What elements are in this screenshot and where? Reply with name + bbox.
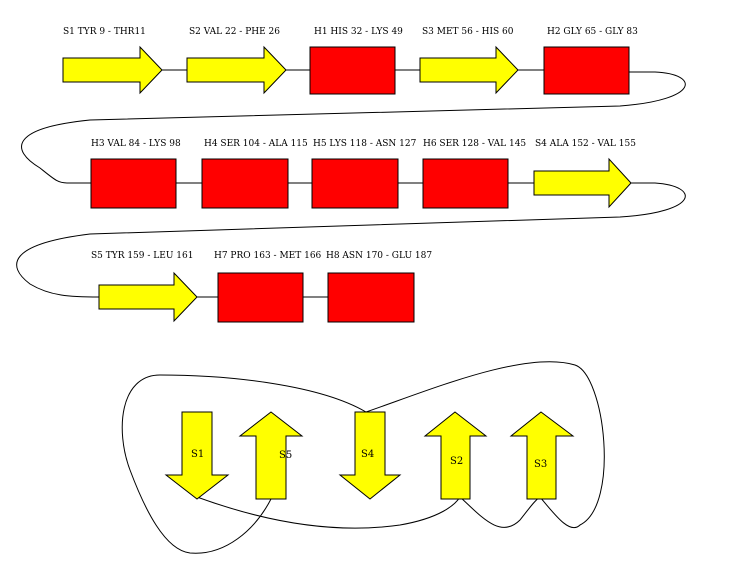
strand-s1-label: S1 TYR 9 - THR11 — [63, 27, 146, 37]
helix-h5-label: H5 LYS 118 - ASN 127 — [313, 139, 417, 149]
helix-h4-label: H4 SER 104 - ALA 115 — [204, 139, 308, 149]
helix-h7-box — [217, 272, 304, 323]
helix-h6-box — [422, 158, 509, 209]
helix-h2-label: H2 GLY 65 - GLY 83 — [547, 27, 638, 37]
sheet-strand-s2 — [423, 411, 488, 500]
sheet-loop-s4-s5 — [121, 374, 367, 554]
sheet-strand-s3-label: S3 — [534, 459, 547, 470]
sheet-strand-s2-label: S2 — [450, 456, 463, 467]
helix-h1-label: H1 HIS 32 - LYS 49 — [314, 27, 403, 37]
strand-s2-label: S2 VAL 22 - PHE 26 — [189, 27, 280, 37]
strand-s1-arrow — [62, 45, 163, 95]
strand-s4-arrow — [533, 157, 632, 209]
helix-h6-label: H6 SER 128 - VAL 145 — [423, 139, 526, 149]
sheet-strand-s1-label: S1 — [191, 449, 204, 460]
strand-s3-label: S3 MET 56 - HIS 60 — [422, 27, 514, 37]
helix-h1-box — [309, 46, 396, 95]
sheet-loop-s1-s2 — [196, 496, 461, 529]
sheet-connectors — [121, 361, 605, 554]
strand-s3-arrow — [419, 45, 519, 95]
helix-h3-box — [90, 158, 177, 209]
strand-s4-label: S4 ALA 152 - VAL 155 — [535, 139, 636, 149]
strand-s2-arrow — [186, 45, 287, 95]
sheet-strand-s5 — [238, 411, 304, 500]
connector-s4-s5 — [16, 182, 686, 298]
sheet-strand-s5-label: S5 — [279, 450, 292, 461]
strand-s5-label: S5 TYR 159 - LEU 161 — [91, 251, 193, 261]
sheet-loop-s3-s4 — [365, 361, 605, 528]
sheet-strand-s4 — [338, 411, 402, 500]
helix-h8-box — [327, 272, 415, 323]
sheet-strand-s1 — [164, 411, 230, 500]
topology-elements: S1 TYR 9 - THR11 S2 VAL 22 - PHE 26 H1 H… — [62, 27, 638, 323]
helix-h5-box — [311, 158, 399, 209]
helix-h2-box — [543, 46, 630, 95]
sheet-strands: S1 S5 S4 S2 S3 — [164, 411, 575, 500]
strand-s5-arrow — [98, 271, 198, 323]
sheet-strand-s3 — [509, 411, 575, 500]
helix-h4-box — [201, 158, 289, 209]
topology-connectors — [16, 69, 686, 298]
helix-h3-label: H3 VAL 84 - LYS 98 — [91, 139, 181, 149]
helix-h7-label: H7 PRO 163 - MET 166 — [214, 251, 322, 261]
connector-h2-h3 — [21, 71, 686, 184]
helix-h8-label: H8 ASN 170 - GLU 187 — [326, 251, 432, 261]
sheet-loop-s2-s3 — [459, 496, 541, 528]
sheet-strand-s4-label: S4 — [361, 449, 374, 460]
